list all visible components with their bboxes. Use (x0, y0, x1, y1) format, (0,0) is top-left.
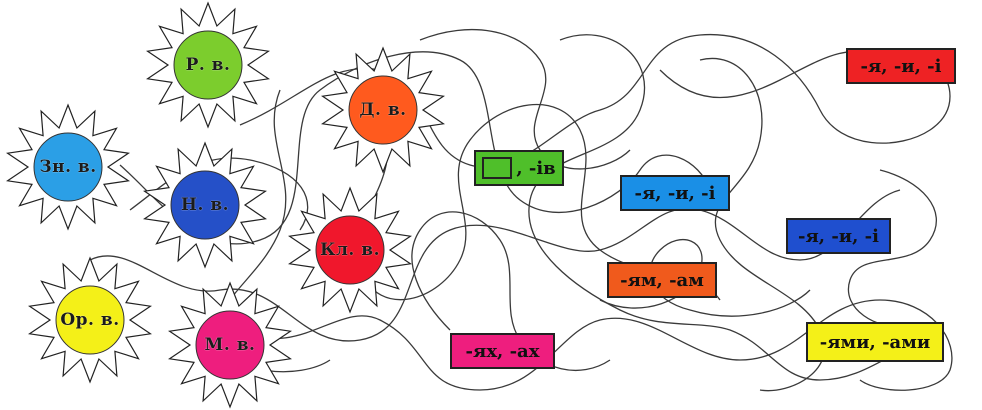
sun-label: Кл. в. (285, 185, 415, 315)
ending-box-yellow[interactable]: -ями, -ами (806, 322, 944, 362)
ending-label: -я, -и, -і (861, 56, 942, 77)
ending-box-dark-blue[interactable]: -я, -и, -і (786, 218, 891, 254)
sun-r-v[interactable]: Р. в. (143, 0, 273, 130)
ending-box-green[interactable]: , -ів (474, 150, 564, 186)
sun-m-v[interactable]: М. в. (165, 280, 295, 410)
ending-box-orange[interactable]: -ям, -ам (607, 262, 717, 298)
sun-label: М. в. (165, 280, 295, 410)
sun-label: Ор. в. (25, 255, 155, 385)
ending-label: -ях, -ах (466, 341, 540, 362)
ending-box-pink[interactable]: -ях, -ах (450, 333, 555, 369)
blank-square (482, 157, 512, 179)
ending-box-light-blue[interactable]: -я, -и, -і (620, 175, 730, 211)
ending-box-red[interactable]: -я, -и, -і (846, 48, 956, 84)
sun-n-v[interactable]: Н. в. (140, 140, 270, 270)
sun-zn-v[interactable]: Зн. в. (3, 102, 133, 232)
sun-label: Н. в. (140, 140, 270, 270)
ending-label: , -ів (516, 158, 555, 179)
sun-kl-v[interactable]: Кл. в. (285, 185, 415, 315)
sun-or-v[interactable]: Ор. в. (25, 255, 155, 385)
sun-label: Д. в. (318, 45, 448, 175)
ending-label: -ям, -ам (620, 270, 704, 291)
ending-label: -я, -и, -і (635, 183, 716, 204)
sun-label: Р. в. (143, 0, 273, 130)
ending-label: -я, -и, -і (798, 226, 879, 247)
sun-d-v[interactable]: Д. в. (318, 45, 448, 175)
ending-label: -ями, -ами (820, 332, 930, 353)
sun-label: Зн. в. (3, 102, 133, 232)
